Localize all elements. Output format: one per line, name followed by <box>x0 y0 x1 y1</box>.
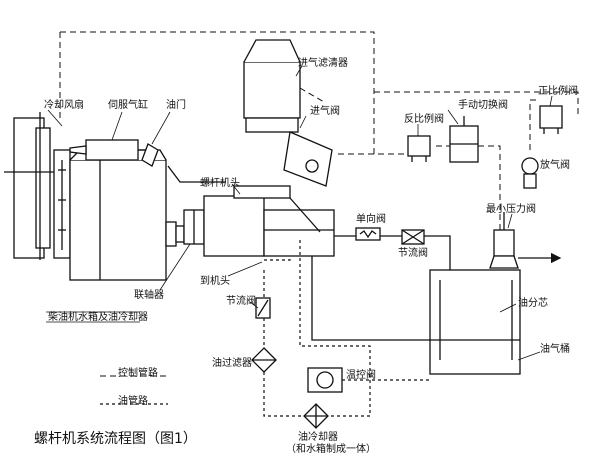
air-oil-lines <box>167 165 562 341</box>
throttle-valve-left-shape <box>255 297 271 319</box>
label-min-pressure-valve: 最小压力阀 <box>486 204 536 215</box>
label-direct-proportional-valve: 正比例阀 <box>538 86 578 97</box>
oil-filter-shape <box>251 347 277 373</box>
oil-cooler-shape <box>303 403 329 429</box>
label-intake-valve: 进气阀 <box>310 106 340 117</box>
label-manual-switch-valve: 手动切换阀 <box>458 100 508 111</box>
throttle-shape <box>141 143 159 167</box>
control-lines <box>59 31 579 377</box>
label-air-filter: 进气滤清器 <box>298 58 348 69</box>
throttle-valve-right-shape <box>401 229 425 245</box>
oil-lines <box>100 240 430 417</box>
diesel-engine-shape <box>69 149 185 281</box>
min-pressure-valve-shape <box>489 229 519 269</box>
label-cooling-fan: 冷却风扇 <box>44 100 84 111</box>
legend-oil-line: 油管路 <box>118 396 148 407</box>
direct-proportional-valve-shape <box>539 105 563 134</box>
engine-radiator-shape <box>4 112 71 260</box>
label-oil-cooler: 油冷却器 <box>298 432 338 443</box>
vent-valve-shape <box>521 157 539 189</box>
leader-lines <box>46 65 553 361</box>
label-throttle: 油门 <box>166 100 186 111</box>
label-coupling: 联轴器 <box>134 290 164 301</box>
label-to-head: 到机头 <box>200 276 230 287</box>
manual-switch-valve-shape <box>449 116 479 163</box>
label-throttle-valve-left: 节流阀 <box>226 296 256 307</box>
label-temp-control-valve: 温控阀 <box>346 370 376 381</box>
label-throttle-valve-right: 节流阀 <box>398 248 428 259</box>
label-oil-cooler-note: （和水箱制成一体） <box>286 444 376 455</box>
intake-valve-shape <box>283 131 333 187</box>
label-vent-valve: 放气阀 <box>540 160 570 171</box>
label-oil-filter: 油过滤器 <box>212 358 252 369</box>
temp-control-valve-shape <box>307 367 343 393</box>
label-engine-radiator: 柴油机水箱及油冷却器 <box>48 312 148 323</box>
proportional-valve-shape <box>407 135 431 162</box>
servo-cylinder-shape <box>69 139 150 161</box>
check-valve-shape <box>355 227 381 241</box>
label-servo-cylinder: 伺服气缸 <box>108 100 148 111</box>
legend-control-line: 控制管路 <box>118 368 158 379</box>
screw-head-shape <box>203 185 335 257</box>
label-screw-head: 螺杆机头 <box>200 178 240 189</box>
label-oil-separator: 油分芯 <box>518 298 548 309</box>
air-filter-shape <box>243 39 301 133</box>
oil-gas-tank-shape <box>429 269 521 375</box>
label-proportional-valve: 反比例阀 <box>404 114 444 125</box>
label-oil-gas-tank: 油气桶 <box>540 344 570 355</box>
diagram-title: 螺杆机系统流程图（图1） <box>34 431 197 447</box>
coupling-shape <box>183 209 205 245</box>
label-check-valve: 单向阀 <box>356 214 386 225</box>
